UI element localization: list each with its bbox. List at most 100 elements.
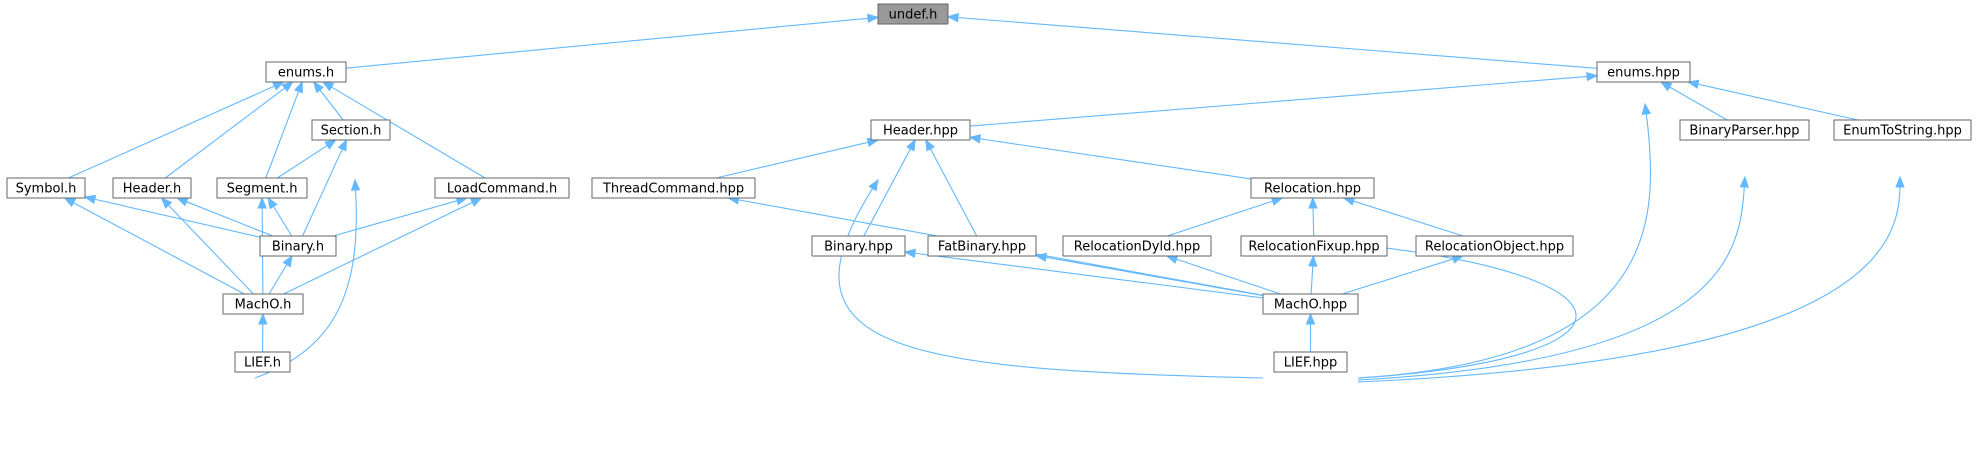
node-box — [259, 235, 337, 257]
edge-binary-h-to-symbol-h-arrowhead — [83, 194, 97, 204]
edge-enums-h-to-undef-h-arrowhead — [867, 13, 880, 24]
node-enums-hpp[interactable]: enums.hpp — [1596, 61, 1691, 83]
edge-relocationdyld-hpp-to-relocation-hpp-line — [1167, 200, 1274, 237]
edge-macho-hpp-to-header-hpp — [838, 178, 1264, 379]
node-box — [1273, 351, 1348, 373]
edge-macho-hpp-to-binaryparser-hpp-line — [1357, 185, 1745, 381]
edge-macho-hpp-to-binary-hpp-line — [913, 252, 1264, 299]
node-enums-h[interactable]: enums.h — [265, 61, 347, 83]
edge-relocationfixup-hpp-to-relocation-hpp — [1308, 196, 1318, 237]
edge-section-h-to-enums-h — [312, 80, 344, 121]
node-label: enums.h — [278, 66, 334, 81]
edge-binary-h-to-loadcommand-h — [333, 196, 469, 237]
node-label: RelocationDyld.hpp — [1074, 240, 1200, 255]
edge-macho-hpp-to-enumtostring-hpp-arrowhead — [1895, 175, 1905, 188]
edge-header-hpp-to-enums-hpp — [969, 71, 1599, 127]
edge-enums-hpp-to-undef-h-arrowhead — [946, 12, 959, 23]
node-enumtostring-hpp[interactable]: EnumToString.hpp — [1833, 119, 1972, 141]
node-header-hpp[interactable]: Header.hpp — [870, 119, 971, 141]
node-binary-hpp[interactable]: Binary.hpp — [811, 235, 906, 257]
edge-macho-h-to-binary-h-line — [268, 263, 288, 295]
edge-relocationfixup-hpp-to-relocation-hpp-arrowhead — [1308, 196, 1318, 209]
edge-lief-h-to-macho-h — [258, 312, 268, 353]
edge-segment-h-to-enums-h-arrowhead — [294, 80, 303, 94]
edge-binary-h-to-segment-h — [267, 196, 293, 237]
edge-macho-hpp-to-enums-hpp — [1357, 102, 1652, 379]
node-lief-h[interactable]: LIEF.h — [234, 351, 291, 373]
node-segment-h[interactable]: Segment.h — [216, 177, 308, 199]
node-header-h[interactable]: Header.h — [112, 177, 192, 199]
edge-header-h-to-enums-h — [164, 81, 294, 179]
node-label: Relocation.hpp — [1264, 182, 1361, 197]
node-label: RelocationObject.hpp — [1425, 240, 1564, 255]
node-label: BinaryParser.hpp — [1689, 124, 1799, 139]
node-symbol-h[interactable]: Symbol.h — [6, 177, 86, 199]
edge-macho-hpp-to-relocationfixup-hpp-arrowhead — [1308, 254, 1318, 267]
node-threadcommand-hpp[interactable]: ThreadCommand.hpp — [591, 177, 756, 199]
node-relocationdyld-hpp[interactable]: RelocationDyld.hpp — [1062, 235, 1212, 257]
node-box — [1596, 61, 1691, 83]
edge-macho-h-to-section-h-arrowhead — [350, 178, 361, 191]
edge-binaryparser-hpp-to-enums-hpp-arrowhead — [1659, 81, 1673, 92]
edge-binary-h-to-section-h-line — [302, 147, 344, 237]
edge-macho-hpp-to-relocationdyld-hpp — [1165, 254, 1281, 295]
node-binary-h[interactable]: Binary.h — [259, 235, 337, 257]
node-label: Section.h — [321, 124, 382, 139]
edge-macho-hpp-to-enumtostring-hpp-line — [1357, 185, 1901, 383]
edge-macho-h-to-header-h — [160, 197, 254, 295]
node-label: Segment.h — [227, 182, 298, 197]
node-box — [1833, 119, 1972, 141]
edge-binary-h-to-header-h-line — [185, 200, 274, 237]
node-box — [1415, 235, 1574, 257]
edge-threadcommand-hpp-to-header-hpp-line — [715, 141, 870, 179]
node-box — [1250, 177, 1375, 199]
edge-symbol-h-to-enums-h-line — [68, 85, 276, 179]
edge-enums-hpp-to-undef-h — [946, 12, 1598, 69]
edge-binary-h-to-header-h-arrowhead — [175, 197, 189, 207]
edge-macho-hpp-to-enumtostring-hpp — [1357, 175, 1905, 383]
edge-macho-hpp-to-enums-hpp-arrowhead — [1641, 102, 1652, 116]
edge-macho-hpp-to-relocationobject-hpp — [1342, 254, 1465, 295]
edge-enums-h-to-undef-h-line — [345, 17, 870, 69]
node-label: RelocationFixup.hpp — [1248, 240, 1379, 255]
edge-header-hpp-to-enums-hpp-line — [969, 75, 1589, 127]
node-label: Header.hpp — [883, 124, 958, 139]
node-box — [877, 3, 949, 25]
node-box — [311, 119, 391, 141]
node-relocationfixup-hpp[interactable]: RelocationFixup.hpp — [1240, 235, 1388, 257]
edge-binary-h-to-segment-h-line — [272, 205, 293, 237]
edge-section-h-to-enums-h-arrowhead — [312, 80, 324, 94]
node-label: MachO.hpp — [1274, 298, 1347, 313]
edge-symbol-h-to-enums-h-arrowhead — [272, 81, 285, 91]
node-binaryparser-hpp[interactable]: BinaryParser.hpp — [1679, 119, 1810, 141]
edge-relocation-hpp-to-header-hpp-line — [978, 138, 1252, 180]
node-box — [927, 235, 1037, 257]
node-section-h[interactable]: Section.h — [311, 119, 391, 141]
node-box — [1240, 235, 1388, 257]
node-fatbinary-hpp[interactable]: FatBinary.hpp — [927, 235, 1037, 257]
node-undef-h[interactable]: undef.h — [877, 3, 949, 25]
node-box — [6, 177, 86, 199]
node-relocationobject-hpp[interactable]: RelocationObject.hpp — [1415, 235, 1574, 257]
node-loadcommand-h[interactable]: LoadCommand.h — [434, 177, 570, 199]
edge-segment-h-to-enums-h — [265, 80, 303, 179]
edge-macho-hpp-to-relocationdyld-hpp-arrowhead — [1165, 254, 1179, 264]
edge-macho-hpp-to-fatbinary-hpp-line — [1044, 256, 1264, 297]
node-label: Header.h — [123, 182, 182, 197]
node-box — [870, 119, 971, 141]
node-relocation-hpp[interactable]: Relocation.hpp — [1250, 177, 1375, 199]
edge-relocationfixup-hpp-to-relocation-hpp-line — [1312, 206, 1315, 237]
edge-fatbinary-hpp-to-header-hpp-arrowhead — [925, 138, 935, 152]
edge-enums-hpp-to-undef-h-line — [956, 16, 1598, 69]
node-box — [434, 177, 570, 199]
node-lief-hpp[interactable]: LIEF.hpp — [1273, 351, 1348, 373]
edge-lief-hpp-to-macho-hpp-arrowhead — [1305, 312, 1316, 325]
edge-lief-hpp-to-macho-hpp — [1305, 312, 1316, 352]
edge-loadcommand-h-to-enums-h — [321, 81, 486, 179]
node-label: undef.h — [889, 8, 938, 23]
edge-macho-h-to-symbol-h-arrowhead — [63, 197, 77, 208]
node-macho-h[interactable]: MachO.h — [222, 293, 304, 315]
node-macho-hpp[interactable]: MachO.hpp — [1262, 293, 1359, 315]
edge-loadcommand-h-to-enums-h-line — [330, 86, 486, 179]
